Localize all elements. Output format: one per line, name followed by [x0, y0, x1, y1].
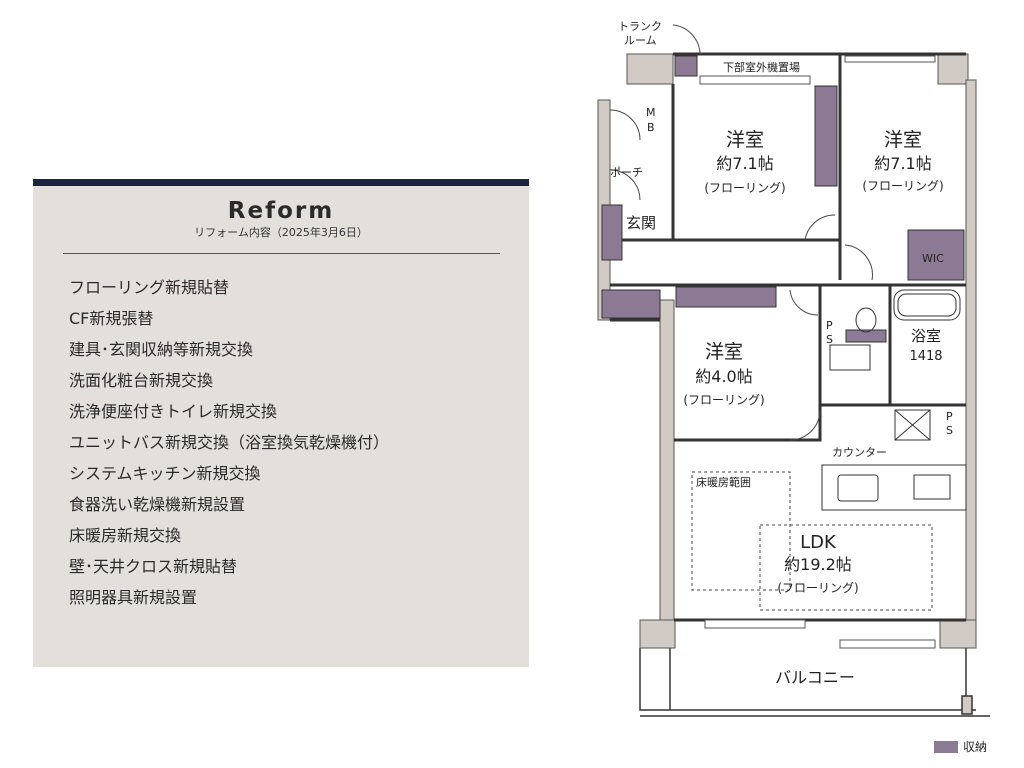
- ldk-floor: (フローリング): [777, 581, 858, 595]
- ps2-label: P: [946, 410, 953, 423]
- ldk-size: 約19.2帖: [784, 555, 852, 574]
- balcony-label: バルコニー: [775, 668, 855, 687]
- reform-item: システムキッチン新規交換: [69, 464, 261, 483]
- entrance-label: 玄関: [626, 214, 656, 232]
- bath-size: 1418: [909, 349, 942, 364]
- room1-size: 約7.1帖: [716, 154, 773, 173]
- trunk-room-label-2: ルーム: [624, 34, 657, 47]
- room1-name: 洋室: [726, 129, 764, 151]
- wic-label: WIC: [922, 252, 944, 265]
- room1-floor: (フローリング): [704, 181, 785, 195]
- balcony: [639, 648, 990, 717]
- reform-item: 壁･天井クロス新規貼替: [69, 557, 238, 576]
- legend-label: 収納: [963, 740, 988, 754]
- bath-fixtures: [829, 289, 961, 371]
- mb-label-2: B: [647, 121, 655, 134]
- exterior-walls: [597, 53, 977, 649]
- reform-title: Reform: [227, 198, 335, 224]
- room2-floor: (フローリング): [862, 179, 943, 193]
- door-swings: [609, 24, 873, 441]
- reform-item: 洗面化粧台新規交換: [69, 371, 214, 390]
- reform-panel: Reform リフォーム内容（2025年3月6日） フローリング新規貼替 CF新…: [33, 179, 529, 667]
- reform-item: 建具･玄関収納等新規交換: [69, 340, 254, 359]
- ldk-name: LDK: [800, 532, 837, 553]
- room3-name: 洋室: [705, 341, 743, 363]
- ps2-label-2: S: [946, 424, 953, 437]
- floor-heating-area: [691, 471, 933, 611]
- title-divider: [63, 253, 500, 254]
- reform-item: ユニットバス新規交換（浴室換気乾燥機付）: [69, 433, 390, 452]
- reform-item: 食器洗い乾燥機新規設置: [69, 495, 246, 514]
- reform-list: フローリング新規貼替 CF新規張替 建具･玄関収納等新規交換 洗面化粧台新規交換…: [69, 272, 389, 613]
- reform-item: フローリング新規貼替: [69, 278, 230, 297]
- reform-item: 洗浄便座付きトイレ新規交換: [69, 402, 278, 421]
- kitchen-counter: [821, 409, 967, 511]
- room2-name: 洋室: [884, 129, 922, 151]
- legend: 収納: [934, 738, 987, 755]
- room3-size: 約4.0帖: [695, 367, 752, 386]
- ps1-label: P: [826, 319, 833, 332]
- reform-subtitle: リフォーム内容（2025年3月6日）: [194, 226, 368, 239]
- floor-plan: トランク ルーム 下部室外機置場 M B ポーチ 玄関 洋室 約7.1帖 (フロ…: [597, 20, 990, 717]
- panel-top-bar: [33, 179, 529, 186]
- windows: [699, 55, 936, 649]
- ps1-label-2: S: [826, 333, 833, 346]
- trunk-room-label: トランク: [618, 20, 662, 33]
- room3-floor: (フローリング): [683, 393, 764, 407]
- mb-label: M: [646, 106, 656, 119]
- counter-label: カウンター: [832, 446, 887, 459]
- reform-item: CF新規張替: [69, 309, 154, 328]
- storage-swatch: [934, 740, 958, 753]
- reform-item: 床暖房新規交換: [69, 526, 182, 545]
- room2-size: 約7.1帖: [874, 154, 931, 173]
- reform-item: 照明器具新規設置: [69, 588, 198, 607]
- outdoor-unit-label: 下部室外機置場: [723, 60, 800, 74]
- storage-areas: [601, 55, 965, 343]
- floor-heating-label: 床暖房範囲: [696, 475, 751, 489]
- porch-label: ポーチ: [610, 166, 643, 179]
- bath-name: 浴室: [911, 327, 941, 345]
